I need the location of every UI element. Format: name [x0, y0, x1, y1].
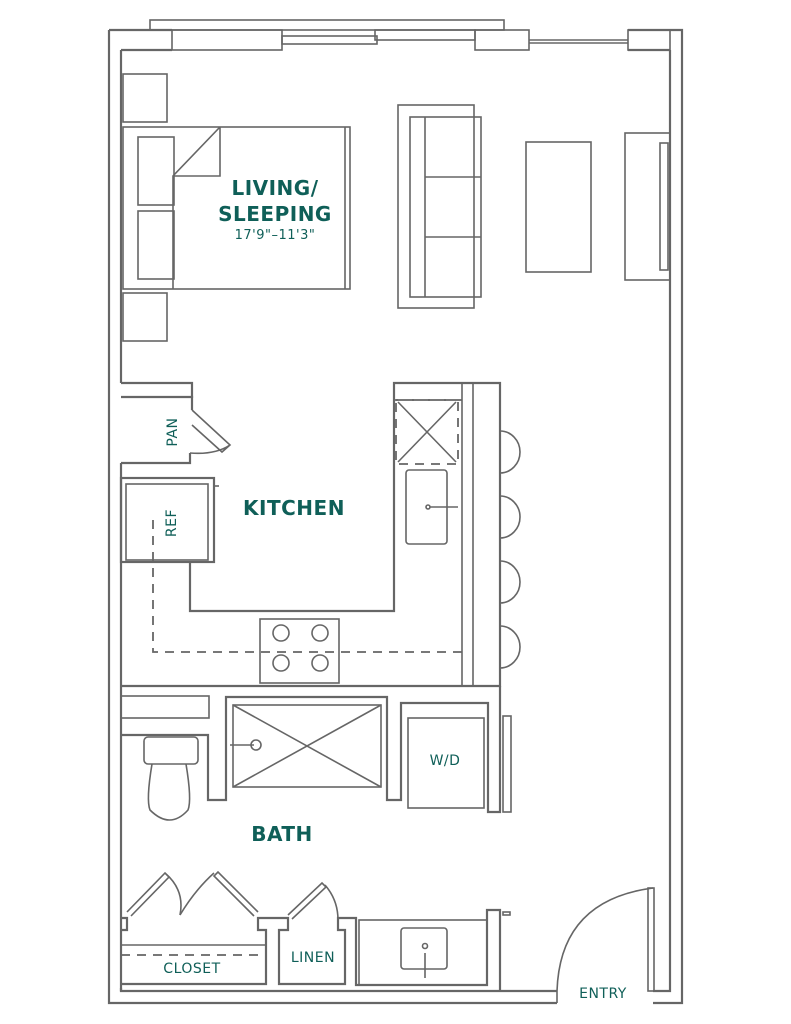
- living-dimensions: 17'9"–11'3": [234, 228, 316, 243]
- entry-label: ENTRY: [579, 986, 627, 1002]
- living-room-label: LIVING/ SLEEPING: [205, 175, 345, 227]
- refrigerator: [119, 476, 219, 564]
- closets: [121, 870, 511, 991]
- sofa: [397, 104, 482, 309]
- living-name-2: SLEEPING: [218, 202, 332, 226]
- living-name-1: LIVING/: [231, 176, 319, 200]
- linen-label: LINEN: [290, 950, 336, 966]
- kitchen-label: KITCHEN: [243, 496, 345, 520]
- coffee-table: [525, 141, 592, 273]
- closet-label: CLOSET: [163, 961, 221, 977]
- bathroom-fixtures: [120, 686, 512, 821]
- windows: [149, 19, 671, 51]
- bath-label: BATH: [251, 822, 313, 846]
- refrigerator-label: REF: [164, 508, 180, 538]
- media-console: [624, 132, 671, 281]
- washer-dryer-label: W/D: [429, 753, 461, 769]
- pantry-label: PAN: [165, 417, 181, 447]
- pantry: [121, 395, 232, 465]
- kitchen-counters: [121, 381, 502, 688]
- bed: [122, 73, 351, 342]
- bar-stools: [499, 430, 521, 669]
- entry-door: [556, 887, 655, 1003]
